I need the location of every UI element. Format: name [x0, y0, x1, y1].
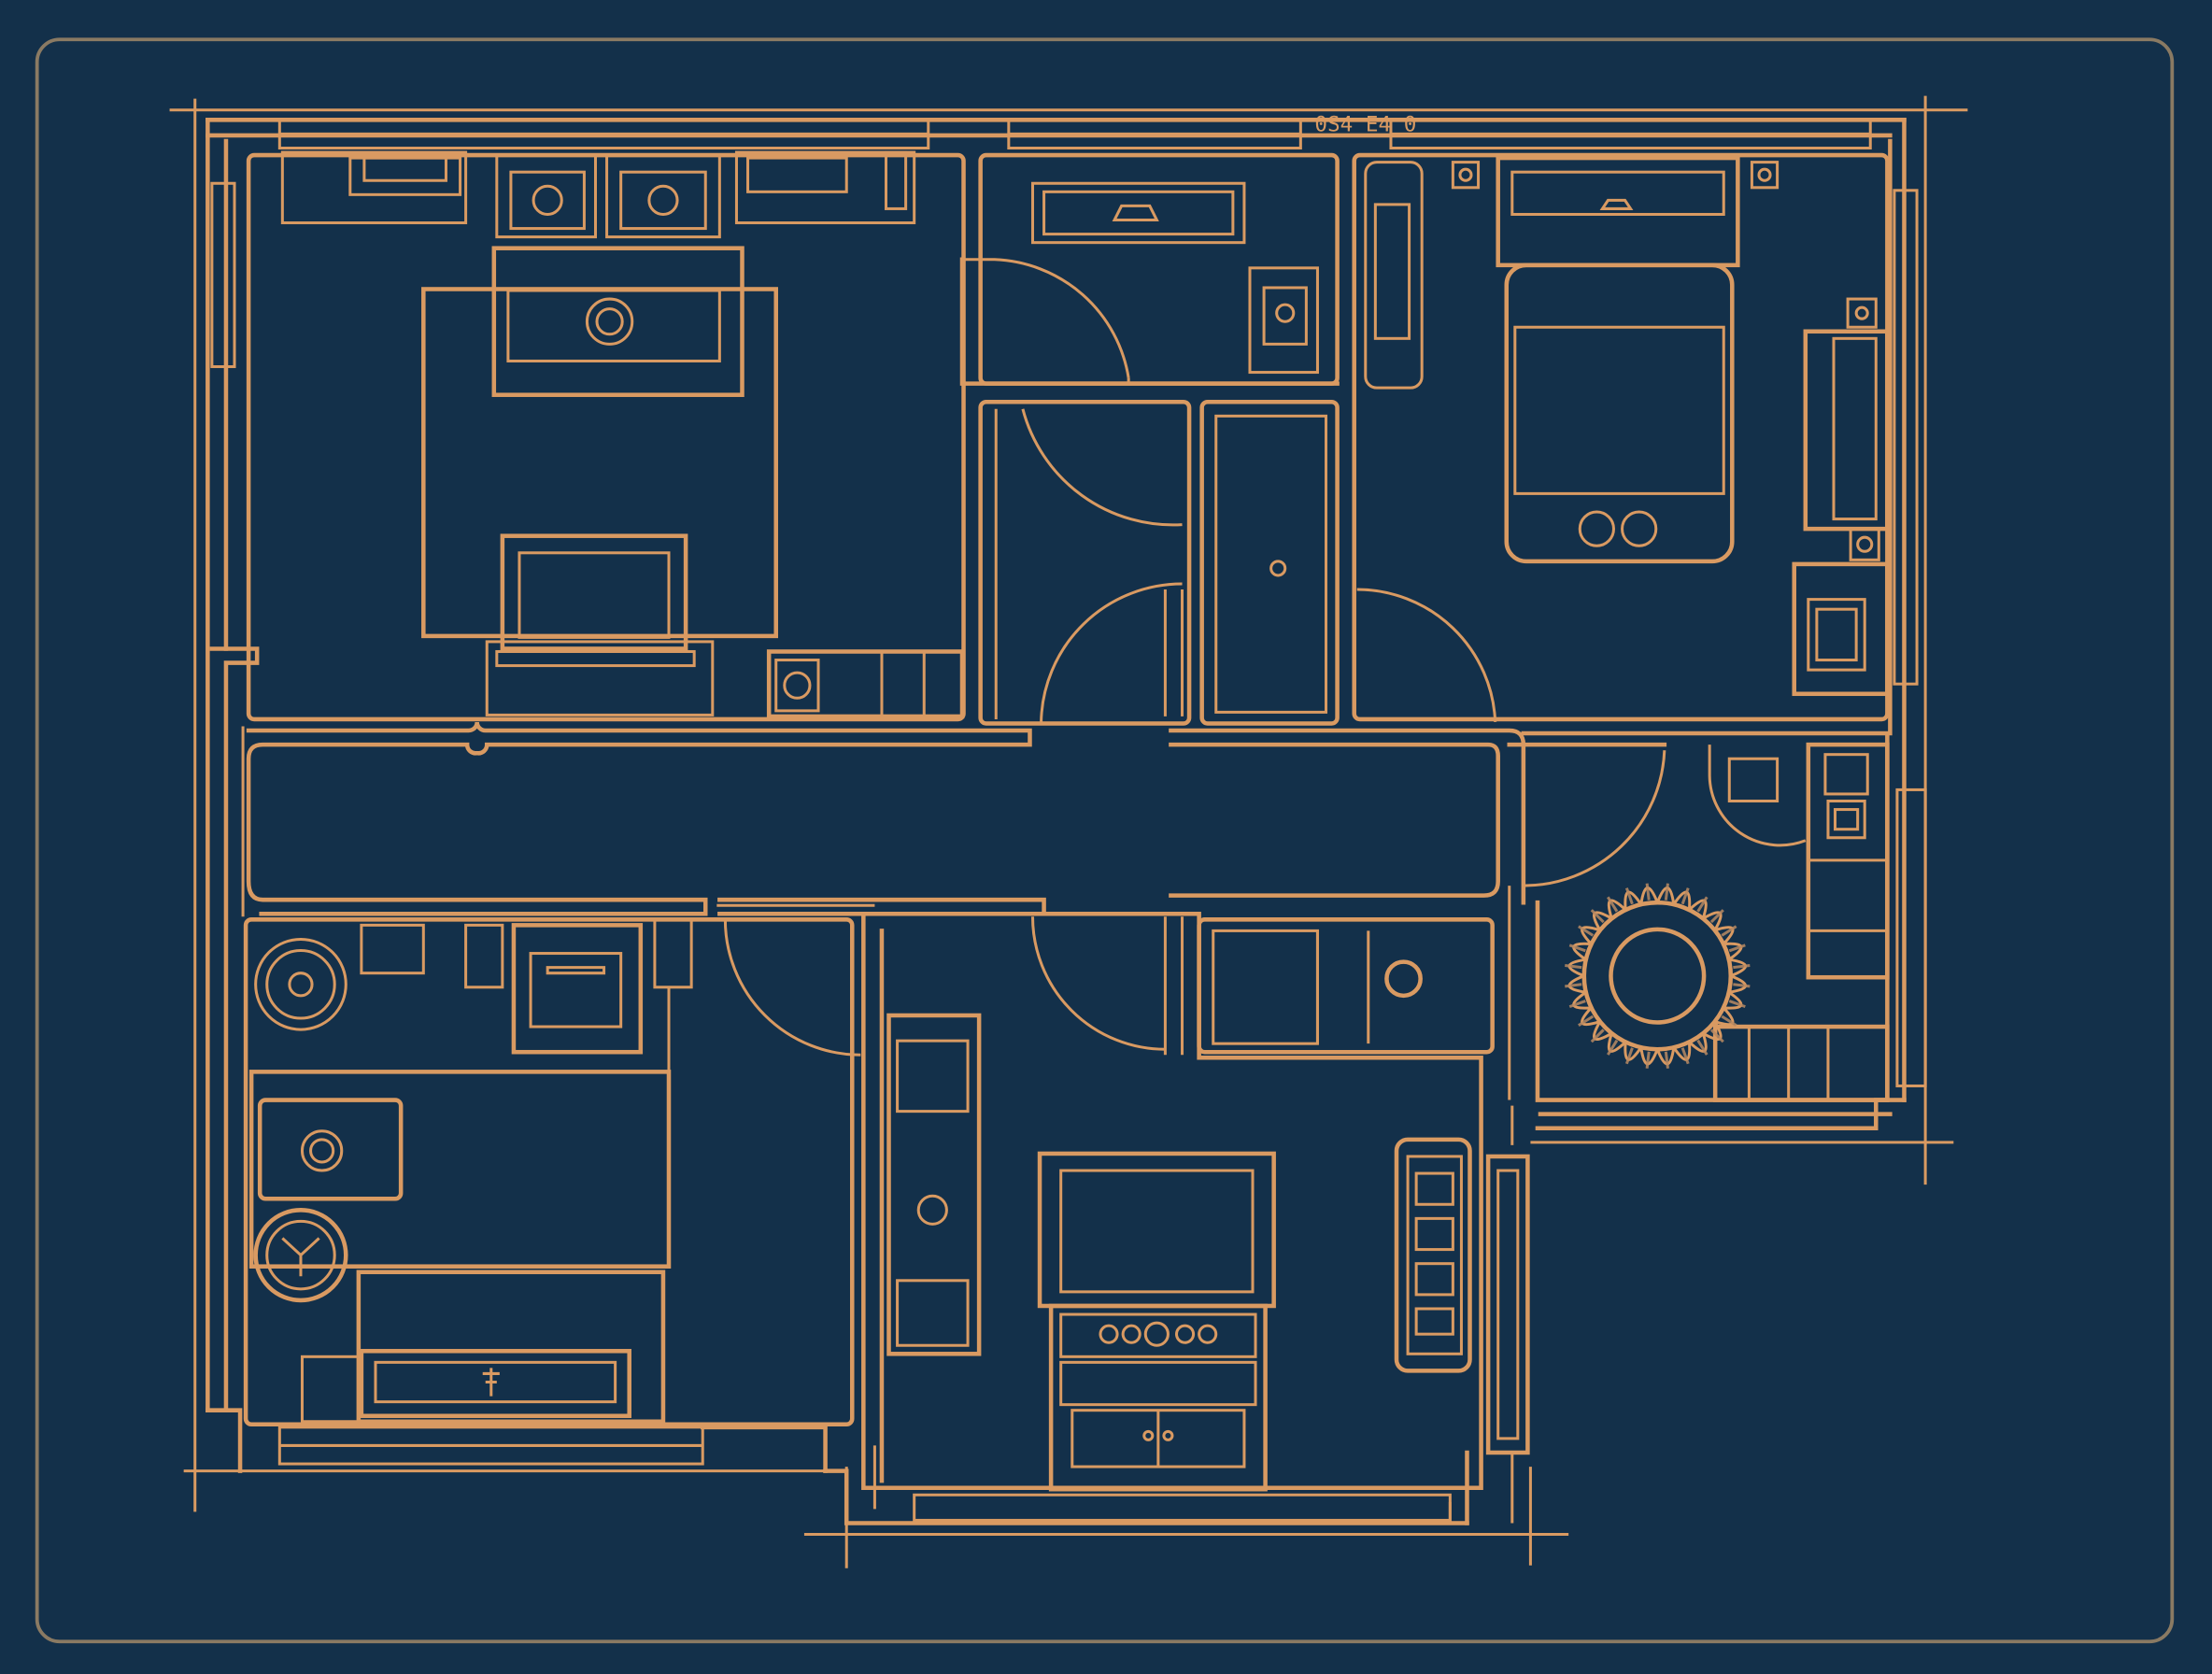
- shelf-unit: [1394, 1137, 1472, 1373]
- fixture-icon: [1275, 303, 1296, 323]
- petal-vein: [1624, 1047, 1634, 1065]
- dimension-lines: [169, 95, 1968, 1568]
- chair-icon: [254, 937, 347, 1031]
- bed: [356, 1270, 666, 1425]
- petal-vein: [1680, 1047, 1690, 1065]
- door-swing: [962, 258, 1130, 378]
- door-swing: [1040, 582, 1183, 722]
- petal-vein: [1709, 909, 1724, 924]
- lamp-icon: [1599, 198, 1634, 210]
- petal-vein: [1680, 887, 1690, 905]
- sink-icon: [783, 671, 812, 700]
- tv-unit: [1037, 1151, 1276, 1309]
- petal-vein: [1565, 964, 1582, 970]
- counter: [1030, 181, 1246, 245]
- petal-vein: [1733, 964, 1751, 970]
- chair-icon: [253, 1208, 348, 1303]
- bed: [1504, 262, 1735, 564]
- central-core: [978, 399, 1497, 726]
- bed-headboard: [1496, 155, 1740, 268]
- living-room: [861, 912, 1530, 1492]
- door-swing: [1030, 916, 1166, 1051]
- bath-room: [1197, 917, 1495, 1055]
- tv-unit: [500, 533, 688, 651]
- sink-icon: [1384, 959, 1423, 999]
- petal-vein: [1568, 1000, 1586, 1009]
- cabinet: [1048, 1303, 1268, 1492]
- room-outline: [243, 917, 855, 1427]
- lamp-icon: [532, 184, 563, 216]
- vanity-unit: [766, 649, 965, 719]
- petal-vein: [1578, 1014, 1595, 1027]
- bookshelf: [886, 1013, 982, 1356]
- petal-vein: [1565, 983, 1582, 988]
- bed-headboard: [491, 246, 744, 397]
- petal-vein: [1728, 1000, 1746, 1009]
- petal-vein: [1568, 943, 1586, 953]
- handle-icon: [1269, 560, 1287, 577]
- petal-vein: [1664, 1051, 1669, 1069]
- petal-vein: [1709, 1029, 1724, 1043]
- petal-vein: [1696, 896, 1709, 913]
- ornament-icon: [585, 297, 634, 346]
- bed-headboard: [359, 1349, 631, 1418]
- round-table-icon: [1565, 883, 1751, 1069]
- petal-vein: [1645, 883, 1651, 901]
- exterior-walls: [206, 118, 1927, 1525]
- oven-icon: [511, 923, 644, 1055]
- ornament-icon: [916, 1194, 948, 1226]
- petal-vein: [1607, 896, 1619, 913]
- dresser: [1803, 329, 1890, 532]
- petal-vein: [1645, 1051, 1651, 1069]
- petal-vein: [1607, 1039, 1619, 1056]
- petal-vein: [1696, 1039, 1709, 1056]
- door-swing: [1523, 750, 1666, 887]
- petal-vein: [1733, 983, 1751, 988]
- ornament-icon: [482, 1368, 500, 1397]
- petal-vein: [1590, 1029, 1605, 1043]
- sheet-frame: [35, 37, 2175, 1644]
- petal-vein: [1728, 943, 1746, 953]
- petal-vein: [1721, 1014, 1737, 1027]
- door-swing: [1021, 408, 1183, 527]
- hallway: [241, 721, 1526, 917]
- petal-vein: [1664, 883, 1669, 901]
- bedroom-top-right: [1352, 152, 1890, 722]
- nightstand: [1792, 561, 1890, 697]
- petal-vein: [1590, 909, 1605, 924]
- bedroom-top-left: [246, 150, 966, 722]
- dining-nook: [1507, 731, 1890, 1102]
- pillow-icon: [1578, 510, 1615, 547]
- lamp-icon: [647, 184, 679, 216]
- door-swing: [723, 919, 861, 1057]
- closet: [1199, 399, 1340, 726]
- petal-vein: [1578, 925, 1595, 937]
- petal-vein: [1624, 887, 1634, 905]
- room-top-middle: [959, 152, 1340, 386]
- bedroom-bottom-left: [243, 917, 861, 1427]
- door-swing: [1356, 588, 1497, 723]
- sink-icon: [1112, 204, 1159, 222]
- ornament-icon: [300, 1129, 344, 1172]
- petal-vein: [1721, 925, 1737, 937]
- pillow-icon: [1621, 510, 1658, 547]
